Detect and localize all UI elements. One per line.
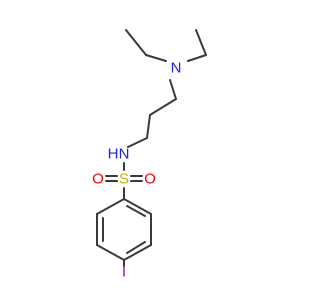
iodine-label: I <box>122 264 126 281</box>
bond-ethyl-right-ch3 <box>195 29 207 56</box>
bond-ethyl-left-ch3 <box>125 29 147 56</box>
bond-propyl-2 <box>146 114 151 139</box>
amide-hydrogen-label: H <box>108 146 119 163</box>
ring-inner-1 <box>126 205 146 217</box>
bond-ethyl-left-ch2 <box>145 54 167 62</box>
oxygen-left-label: O <box>92 171 104 188</box>
bonds <box>96 29 207 267</box>
amine-nitrogen-label: N <box>171 60 182 77</box>
molecule-structure: N H N S O O I <box>92 29 207 281</box>
ring-bond-6 <box>96 198 125 215</box>
oxygen-right-label: O <box>144 171 156 188</box>
ring-bond-3 <box>123 244 152 261</box>
bond-propyl-1 <box>149 98 177 116</box>
bond-ethyl-right-ch2 <box>187 54 207 62</box>
bond-propyl-3 <box>127 137 148 148</box>
ring-bond-4 <box>96 244 125 261</box>
ring-bond-1 <box>123 198 152 215</box>
atom-labels: N H N S O O I <box>92 60 181 281</box>
ring-inner-2 <box>126 241 146 254</box>
amide-nitrogen-label: N <box>119 146 130 163</box>
bond-n-propyl <box>169 79 177 100</box>
sulfur-label: S <box>119 171 129 188</box>
